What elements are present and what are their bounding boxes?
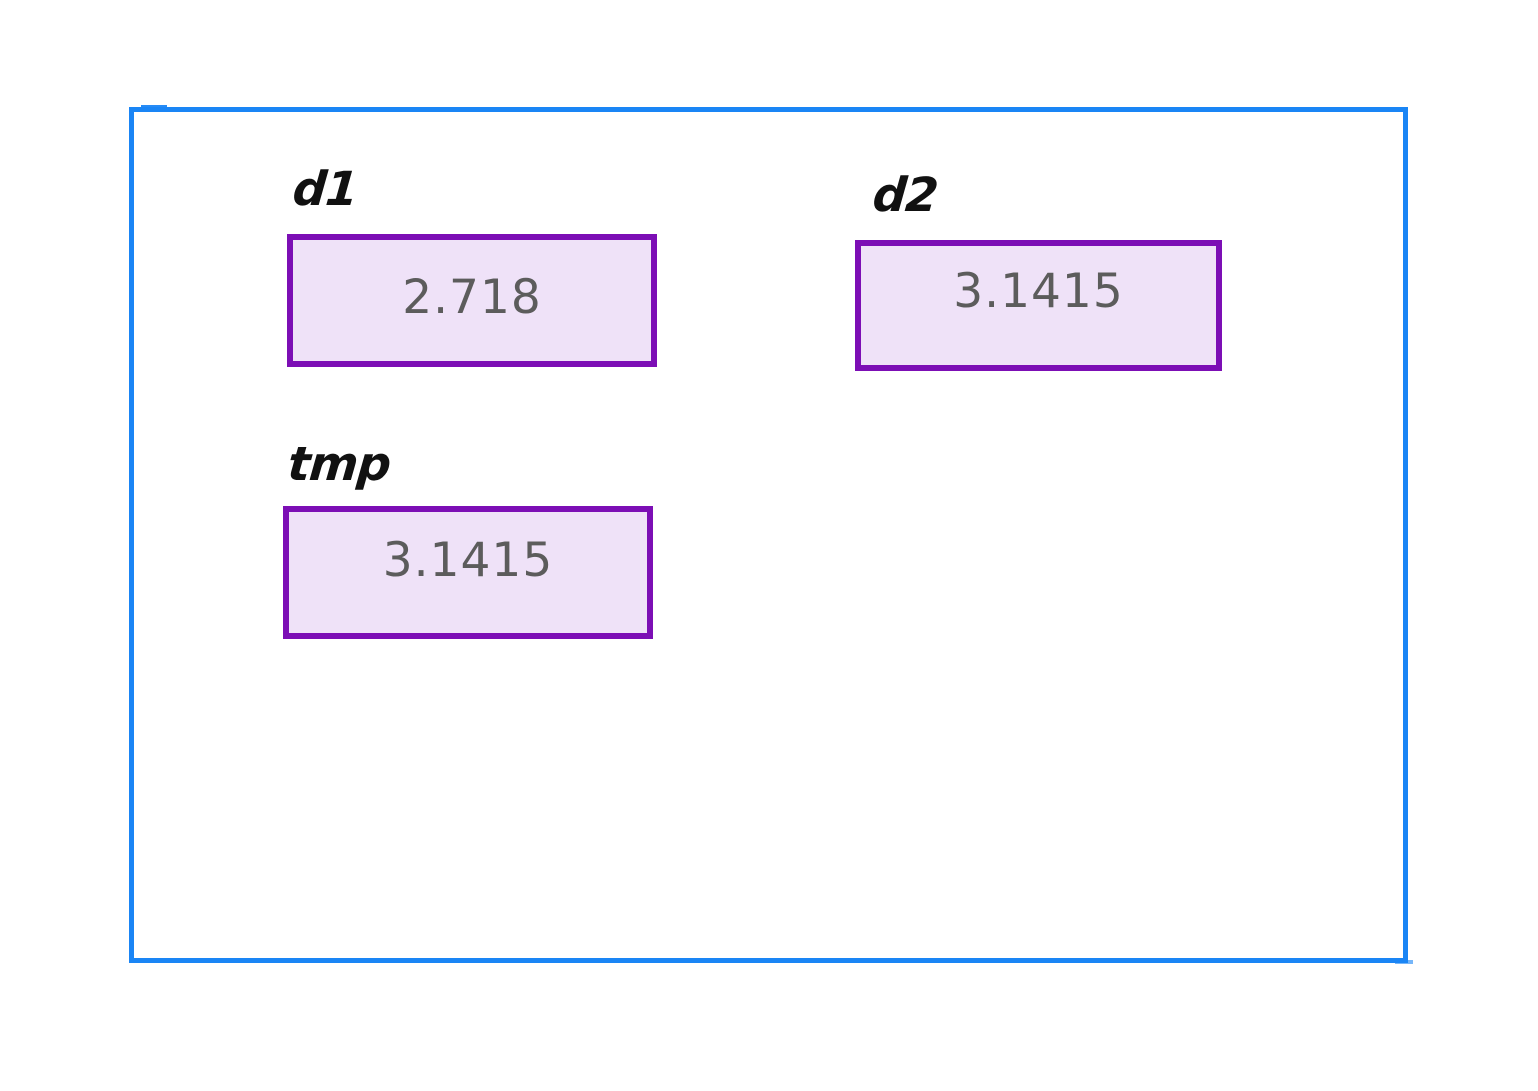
frame-corner-tick-bottom-right bbox=[1395, 960, 1413, 964]
variable-value-d2: 3.1415 bbox=[953, 264, 1124, 319]
variable-label-d1: d1 bbox=[290, 162, 360, 217]
variable-label-tmp: tmp bbox=[285, 437, 393, 492]
variable-box-tmp[interactable]: 3.1415 bbox=[283, 506, 653, 639]
variable-value-d1: 2.718 bbox=[402, 270, 542, 325]
variable-box-d2[interactable]: 3.1415 bbox=[855, 240, 1222, 371]
frame-corner-tick-top-left bbox=[141, 105, 167, 109]
variable-value-tmp: 3.1415 bbox=[382, 533, 554, 588]
variable-group-d1: d1 2.718 bbox=[287, 162, 657, 367]
diagram-frame bbox=[129, 107, 1408, 963]
variable-group-d2: d2 3.1415 bbox=[855, 168, 1222, 371]
variable-label-d2: d2 bbox=[870, 168, 940, 223]
variable-group-tmp: tmp 3.1415 bbox=[283, 437, 653, 639]
variable-box-d1[interactable]: 2.718 bbox=[287, 234, 657, 367]
